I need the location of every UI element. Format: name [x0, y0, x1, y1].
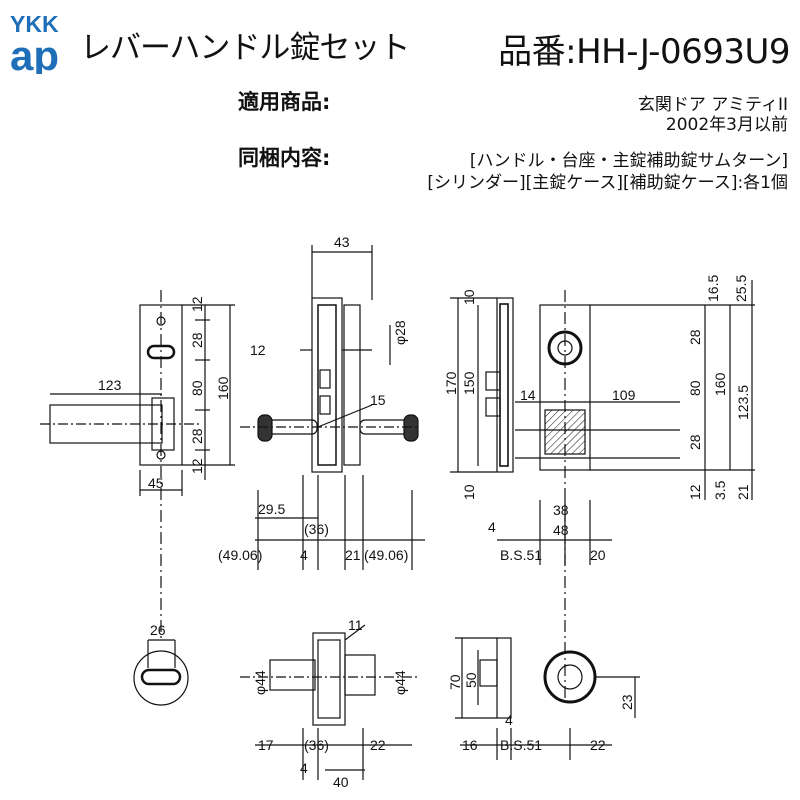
- cylinder-side: [455, 637, 640, 760]
- right-backplate: [496, 297, 514, 473]
- dim-bottom-r-bs51: B.S.51: [500, 737, 542, 753]
- front-plate: [139, 304, 183, 466]
- dim-side-15: 15: [370, 392, 386, 408]
- dim-right-25-5: 25.5: [733, 275, 749, 302]
- dim-right-123-5: 123.5: [735, 385, 751, 420]
- part-number: 品番:HH-J-0693U9: [498, 32, 790, 72]
- dim-right-28b: 28: [687, 434, 703, 450]
- dim-right-3-5: 3.5: [712, 480, 728, 500]
- thumbturn-knob: [140, 668, 182, 686]
- dim-right-160: 160: [712, 372, 728, 396]
- dim-front-28b: 28: [189, 428, 205, 444]
- dim-bottom-40: 40: [333, 774, 349, 790]
- dim-bottom-17: 17: [258, 737, 274, 753]
- dim-front-12b: 12: [189, 458, 205, 474]
- dim-bottom-r-16: 16: [462, 737, 478, 753]
- dim-front-lever-123: 123: [98, 377, 122, 393]
- dim-right-170: 170: [443, 371, 459, 395]
- right-view: [450, 280, 755, 700]
- thumbturn-detail: [133, 639, 189, 706]
- dim-side-dia28: φ28: [392, 320, 408, 345]
- dim-side-36: (36): [304, 521, 329, 537]
- dim-right-48: 48: [553, 522, 569, 538]
- dim-bottom-dia44-right: φ44: [392, 670, 408, 695]
- contents-line1: [ハンドル・台座・主錠補助錠サムターン]: [469, 151, 788, 171]
- applicable-label: 適用商品:: [238, 90, 331, 114]
- dim-bottom-4: 4: [300, 760, 308, 776]
- dim-bottom-22: 22: [370, 737, 386, 753]
- dim-bottom-r-4: 4: [505, 712, 513, 728]
- dim-bottom-r-50: 50: [463, 672, 479, 688]
- dim-bottom-36: (36): [304, 737, 329, 753]
- dim-front-28a: 28: [189, 332, 205, 348]
- contents-line2: [シリンダー][主錠ケース][補助錠ケース]:各1個: [427, 173, 788, 193]
- applicable-line2: 2002年3月以前: [665, 115, 788, 135]
- side-door-section: [311, 297, 343, 473]
- dim-side-21: 21: [345, 547, 361, 563]
- logo-ap-text: ap: [10, 32, 59, 74]
- cylinder-right: [344, 654, 376, 696]
- dim-bottom-dia44-left: φ44: [252, 670, 268, 695]
- dim-bottom-11: 11: [348, 617, 363, 633]
- dim-right-12: 12: [687, 484, 703, 500]
- dim-bottom-r-23: 23: [619, 694, 635, 710]
- dim-front-12a: 12: [189, 296, 205, 312]
- dim-right-80: 80: [687, 380, 703, 396]
- dim-right-10-top: 10: [461, 289, 477, 305]
- cylinder-left: [269, 659, 316, 691]
- side-view: [240, 245, 425, 570]
- dim-bottom-r-22: 22: [590, 737, 606, 753]
- dim-side-49-06-left: (49.06): [218, 547, 262, 563]
- cylinder-section: [240, 624, 420, 780]
- logo-ykk-text: YKK: [10, 11, 59, 37]
- dim-front-160: 160: [215, 376, 231, 400]
- contents-label: 同梱内容:: [238, 146, 331, 170]
- dim-right-109: 109: [612, 387, 636, 403]
- dim-side-12: 12: [250, 342, 266, 358]
- dim-right-20: 20: [590, 547, 606, 563]
- dim-thumb-26: 26: [150, 622, 166, 638]
- dim-right-14: 14: [520, 387, 536, 403]
- dim-right-28a: 28: [687, 329, 703, 345]
- product-title: レバーハンドル錠セット: [80, 30, 410, 66]
- dim-right-150: 150: [461, 371, 477, 395]
- dim-bottom-r-70: 70: [447, 674, 463, 690]
- dim-right-16-5: 16.5: [705, 275, 721, 302]
- dim-right-10-bottom: 10: [461, 484, 477, 500]
- dim-right-bs51: B.S.51: [500, 547, 542, 563]
- ykk-ap-logo: YKK ap: [8, 8, 74, 74]
- front-view: [40, 290, 235, 640]
- dim-right-21: 21: [735, 484, 751, 500]
- dim-side-29-5: 29.5: [258, 501, 285, 517]
- dim-side-43: 43: [334, 234, 350, 250]
- applicable-line1: 玄関ドア アミティII: [637, 95, 788, 115]
- dim-front-plate-45: 45: [148, 475, 164, 491]
- cylinder-side-backplate: [496, 637, 512, 719]
- dim-right-4: 4: [488, 519, 496, 535]
- side-cylinder-body: [319, 369, 331, 389]
- dim-right-38: 38: [553, 502, 569, 518]
- dim-side-49-06-right: (49.06): [364, 547, 408, 563]
- dim-side-4: 4: [300, 547, 308, 563]
- cylinder-side-face: [543, 650, 597, 704]
- dim-front-80: 80: [189, 380, 205, 396]
- thumbturn-rose: [133, 650, 189, 706]
